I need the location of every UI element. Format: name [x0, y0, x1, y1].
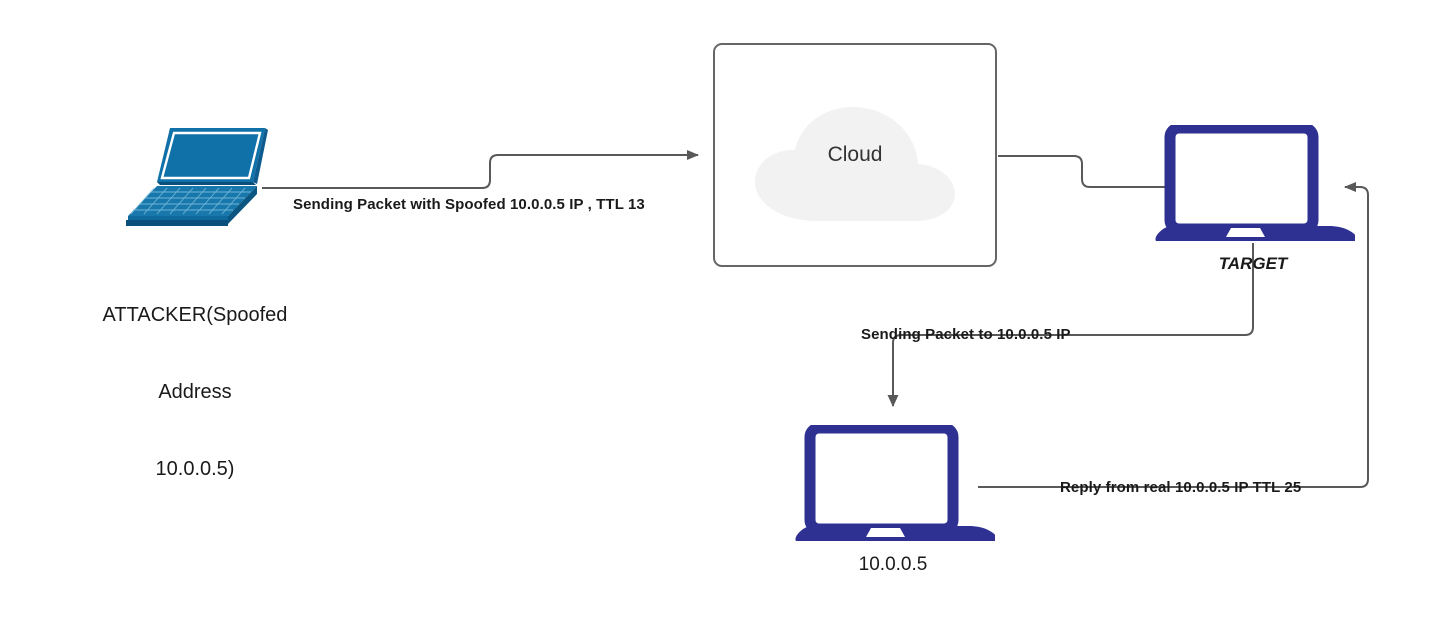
wire-attacker-to-cloud — [262, 150, 699, 189]
wire-label-victim-to-target: Reply from real 10.0.0.5 IP TTL 25 — [1060, 479, 1302, 496]
laptop-icon — [1155, 122, 1358, 241]
node-victim[interactable] — [795, 422, 998, 545]
attacker-label-line-3: 10.0.0.5) — [155, 457, 235, 480]
attacker-label-line-1: ATTACKER(Spoofed — [102, 304, 288, 327]
wire-target-to-victim — [887, 243, 1254, 407]
wire-label-attacker-to-cloud: Sending Packet with Spoofed 10.0.0.5 IP … — [293, 196, 645, 213]
node-attacker-label: ATTACKER(Spoofed Address 10.0.0.5) — [70, 252, 320, 534]
attacker-label-line-2: Address — [158, 380, 232, 403]
node-attacker[interactable] — [110, 120, 270, 230]
cloud-label: Cloud — [827, 143, 883, 166]
wire-label-target-to-victim: Sending Packet to 10.0.0.5 IP — [861, 326, 1071, 343]
node-target-label: TARGET — [1218, 254, 1288, 273]
laptop-isometric-icon — [126, 128, 268, 226]
node-victim-label: 10.0.0.5 — [858, 554, 928, 575]
cloud-icon — [755, 107, 955, 221]
node-target[interactable] — [1155, 122, 1358, 245]
laptop-icon — [795, 422, 998, 541]
wire-cloud-to-target — [998, 155, 1168, 188]
wire-victim-to-target — [978, 182, 1369, 488]
